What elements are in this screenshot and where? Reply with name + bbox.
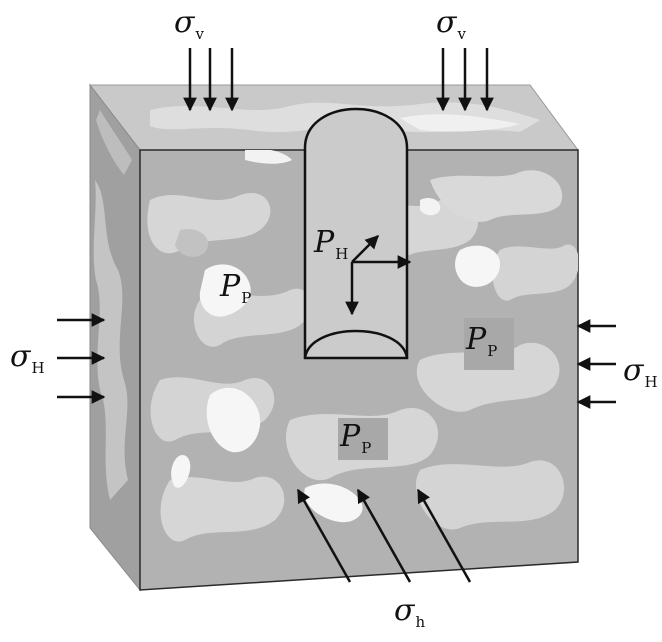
sigma-v-subscript: v xyxy=(457,25,466,43)
sigma-v-subscript: v xyxy=(195,25,204,43)
P-symbol: P xyxy=(220,269,241,304)
borehole-pressure-up-arrow xyxy=(351,235,379,263)
left-face-light-patch-2 xyxy=(96,110,132,175)
sigma-symbol: σ xyxy=(436,5,457,40)
sigma-h-arrow xyxy=(416,488,472,583)
P-p-subscript: P xyxy=(361,439,372,457)
borehole xyxy=(303,107,409,360)
sigma-H-label-right: σH xyxy=(623,353,658,390)
P-p-subscript: P xyxy=(241,289,252,307)
white-patch xyxy=(304,483,363,523)
left-face-light-patch xyxy=(93,180,128,500)
white-patch xyxy=(171,455,191,488)
P-H-subscript: H xyxy=(335,245,349,263)
sigma-symbol: σ xyxy=(394,593,415,628)
white-patch xyxy=(420,198,441,216)
rock-texture xyxy=(147,150,578,542)
pore-pressure-label-left: PP xyxy=(220,269,251,306)
sigma-h-label: σh xyxy=(394,593,425,630)
pore-pressure-box-bottom xyxy=(338,418,388,460)
white-patch xyxy=(245,150,292,164)
P-p-subscript: P xyxy=(487,342,498,360)
sigma-h-arrow xyxy=(296,488,352,583)
P-symbol: P xyxy=(340,419,361,454)
top-face-white-patch xyxy=(400,114,520,132)
white-patch xyxy=(455,245,500,287)
borehole-pressure-label: PH xyxy=(314,225,348,262)
white-patch xyxy=(206,387,261,453)
borehole-bottom-cap xyxy=(303,329,409,359)
sigma-H-label-left: σH xyxy=(10,339,45,376)
pore-pressure-label-bottom: PP xyxy=(340,419,371,456)
P-symbol: P xyxy=(314,225,335,260)
P-symbol: P xyxy=(466,322,487,357)
sigma-symbol: σ xyxy=(10,339,31,374)
sigma-symbol: σ xyxy=(623,353,644,388)
pore-pressure-label-right: PP xyxy=(466,322,497,359)
sigma-H-subscript: H xyxy=(31,359,45,377)
sigma-h-arrow xyxy=(356,488,412,583)
white-patch xyxy=(199,264,251,317)
sigma-h-subscript: h xyxy=(415,613,426,631)
sigma-symbol: σ xyxy=(174,5,195,40)
sigma-v-label-right: σv xyxy=(436,5,466,42)
sigma-H-subscript: H xyxy=(644,373,658,391)
sigma-v-label-left: σv xyxy=(174,5,204,42)
pore-pressure-box-right xyxy=(464,318,514,370)
